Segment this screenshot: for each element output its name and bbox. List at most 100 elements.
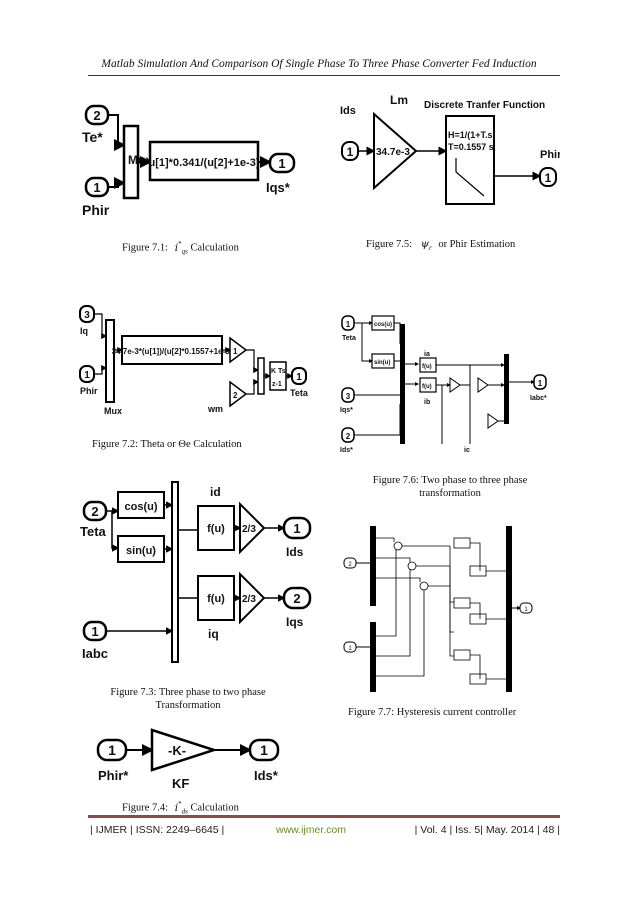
footer-rule [88,815,560,818]
phir-out-label: Phir [540,149,560,161]
svg-text:3: 3 [346,392,351,401]
outport-1 [291,367,307,385]
figure-7-2-diagram: 3 Iq 1 Phir Mux 34.7e-3*(u[1])/(u[2]*0.1… [79,305,309,416]
svg-text:1: 1 [108,742,116,758]
outport-1-label: 1 [278,156,285,171]
svg-text:K Ts: K Ts [271,368,286,375]
svg-text:ia: ia [424,351,430,358]
caption-figure-7-3: Figure 7.3: Three phase to two phase Tra… [110,687,266,711]
svg-text:Phir*: Phir* [98,768,129,783]
mux-out-bar [504,354,509,424]
svg-text:2: 2 [346,432,351,441]
svg-text:Teta: Teta [290,388,309,398]
svg-text:Ids: Ids [286,545,304,559]
svg-text:2/3: 2/3 [242,594,256,605]
tf-time: T=0.1557 s [448,142,494,152]
svg-text:cos(u): cos(u) [125,501,158,513]
svg-text:1: 1 [524,607,528,613]
svg-text:1: 1 [293,521,300,536]
caption-figure-7-5: Figure 7.5: ψr or Phir Estimation [366,238,516,253]
svg-text:ib: ib [424,399,430,406]
figure-7-1-diagram: 2 Te* 1 Phir Mux u[1]*0.341/(u[2]+1e-3) … [82,104,296,218]
svg-text:1: 1 [538,379,543,388]
svg-text:f(u): f(u) [207,523,225,535]
inport-1-label: 1 [93,180,100,195]
fcn-label: u[1]*0.341/(u[2]+1e-3) [149,157,260,169]
svg-text:2/3: 2/3 [242,524,256,535]
lm-label: Lm [390,93,408,107]
outport-1 [268,152,296,174]
mux-block [105,319,115,403]
svg-text:Iq: Iq [80,326,88,336]
svg-text:wm: wm [207,404,223,414]
svg-text:Iqs: Iqs [286,615,304,629]
svg-text:f(u): f(u) [207,593,225,605]
svg-text:2: 2 [293,591,300,606]
running-header: Matlab Simulation And Comparison Of Sing… [101,58,537,70]
svg-text:ic: ic [464,447,470,454]
outport-label: 1 [545,171,552,185]
iqs-label: Iqs* [266,180,291,195]
header-rule [88,75,560,76]
svg-text:2: 2 [91,504,98,519]
svg-text:Iabc: Iabc [82,646,108,661]
svg-text:f(u): f(u) [422,364,432,370]
dtf-title: Discrete Tranfer Function [424,100,545,111]
fcn-block [148,140,260,182]
svg-text:-K-: -K- [168,743,186,758]
inport-label: 1 [347,145,354,159]
inport-2-label: 2 [93,108,100,123]
svg-text:cos(u): cos(u) [374,322,392,328]
svg-text:Iabc*: Iabc* [530,395,547,402]
footer-website-link[interactable]: www.ijmer.com [276,824,347,836]
figure-7-3-diagram: 2 Teta cos(u) sin(u) 1 Iabc id f(u) f(u)… [80,481,312,663]
caption-figure-7-4: Figure 7.4: i*ds Calculation [122,800,239,816]
figure-7-5-diagram: Ids 1 Lm 34.7e-3 Discrete Tranfer Functi… [340,93,560,205]
figure-7-4-diagram: 1 Phir* -K- KF 1 Ids* [96,728,280,790]
svg-text:iq: iq [208,627,219,641]
svg-text:z-1: z-1 [272,381,282,388]
svg-text:Mux: Mux [104,406,122,416]
caption-figure-7-2: Figure 7.2: Theta or Θe Calculation [92,439,242,450]
svg-text:2: 2 [233,391,238,400]
ids-label: Ids [340,105,356,117]
svg-text:1: 1 [296,372,302,383]
svg-text:2: 2 [348,562,352,568]
svg-text:Iqs*: Iqs* [340,407,353,414]
svg-text:1: 1 [346,320,351,329]
outport-1 [539,167,557,187]
phir-label: Phir [82,202,110,218]
footer-journal: | IJMER | ISSN: 2249–6645 | [90,824,225,836]
svg-text:1: 1 [84,370,90,381]
svg-text:1: 1 [260,742,268,758]
kf-gain-block [150,728,219,772]
te-label: Te* [82,129,103,145]
svg-text:Phir: Phir [80,386,98,396]
figure-7-6-diagram: 1 Teta cos(u) sin(u) 3 Iqs* 2 Ids* ia f(… [340,315,547,454]
footer-volume: | Vol. 4 | Iss. 5| May. 2014 | 48 | [414,824,560,836]
svg-text:KF: KF [172,776,189,790]
svg-text:Ids*: Ids* [254,768,279,783]
caption-figure-7-1: Figure 7.1: i*qs Calculation [122,240,239,256]
svg-text:1: 1 [233,347,238,356]
caption-figure-7-6: Figure 7.6: Two phase to three phase tra… [372,475,528,499]
svg-text:sin(u): sin(u) [374,360,390,366]
lm-gain-block [373,111,418,191]
svg-text:34.7e-3*(u[1])/(u[2]*0.1557+1e: 34.7e-3*(u[1])/(u[2]*0.1557+1e-3) [112,347,233,356]
lm-gain-label: 34.7e-3 [376,147,410,158]
svg-text:1: 1 [348,646,352,652]
figure-7-7-diagram: 2 1 1 [343,526,533,692]
svg-text:1: 1 [91,624,98,639]
svg-text:Teta: Teta [80,524,107,539]
mux-bar [400,324,405,444]
svg-text:Ids*: Ids* [340,447,353,454]
svg-text:3: 3 [84,310,90,321]
tf-expr: H=1/(1+T.s) [448,130,496,140]
transfer-fcn-block [445,115,495,205]
caption-figure-7-7: Figure 7.7: Hysteresis current controlle… [348,707,517,718]
svg-text:id: id [210,485,221,499]
svg-text:Teta: Teta [342,335,356,342]
svg-text:sin(u): sin(u) [126,545,156,557]
mux-block [171,481,179,663]
svg-text:f(u): f(u) [422,384,432,390]
